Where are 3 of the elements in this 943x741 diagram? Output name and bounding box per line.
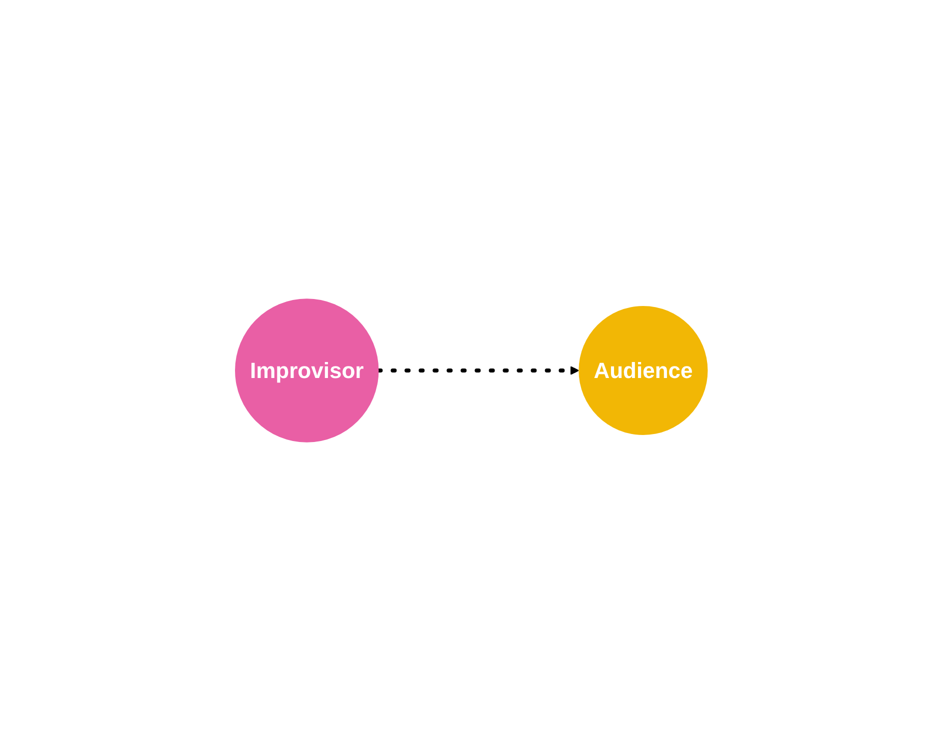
node-circle: Improvisor <box>235 298 379 442</box>
arrow <box>376 366 580 375</box>
node-circle: Audience <box>578 306 708 436</box>
